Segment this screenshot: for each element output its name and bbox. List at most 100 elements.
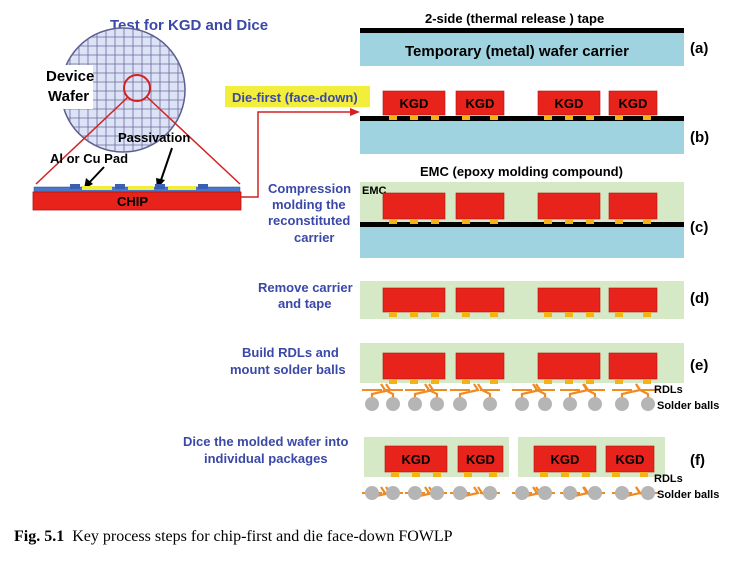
die [382,90,446,116]
step-letter-d: (d) [690,290,709,307]
die-pad [462,312,470,317]
pad-label: Al or Cu Pad [50,151,128,166]
rdl-trace [520,383,542,399]
rdl-trace [413,383,435,399]
solder-ball [563,397,577,411]
die-pad [462,379,470,384]
solder-ball [386,486,400,500]
die [382,192,446,220]
solder-ball [386,397,400,411]
die-pad [565,312,573,317]
solder-ball [515,397,529,411]
rdl-trace [532,383,547,399]
die-pad [410,312,418,317]
die [457,445,504,473]
die-pad [612,472,620,477]
solder-ball [563,486,577,500]
rdl-trace [380,383,395,399]
die-pad [389,219,397,224]
rdl-trace [424,383,439,399]
solder-ball [365,397,379,411]
die-pad [643,379,651,384]
die-pad [615,379,623,384]
die-pad [544,312,552,317]
rdls-label-e: RDLs [654,384,683,396]
step-c-line-1: Compression [268,181,351,196]
solder-ball [641,397,655,411]
solder-ball [615,486,629,500]
die [537,352,601,380]
emc-title: EMC (epoxy molding compound) [420,164,623,179]
die-pad [565,379,573,384]
die-pad [490,219,498,224]
die-pad [643,115,651,120]
die-pad [431,115,439,120]
solder-ball [588,486,602,500]
caption-number: Fig. 5.1 [14,528,65,545]
die-pad [433,472,441,477]
tape-c [360,222,684,227]
solder-ball [483,486,497,500]
die-pad [462,115,470,120]
die [384,445,448,473]
die [455,192,505,220]
die-pad [586,379,594,384]
rdl-trace [635,383,650,399]
step-f-line-1: Dice the molded wafer into [183,434,348,449]
step-letter-c: (c) [690,219,708,236]
rdls-label-f: RDLs [654,473,683,485]
die-pad [565,219,573,224]
die [608,90,658,116]
die-pad [410,219,418,224]
solder-ball [538,397,552,411]
solder-label-f: Solder balls [657,489,719,501]
die-pad [565,115,573,120]
solder-ball [430,486,444,500]
die-label: KGD [400,96,429,111]
chip-label: CHIP [117,194,148,209]
selected-die-circle [123,74,151,102]
die-pad [643,219,651,224]
rdl-trace [477,383,492,399]
top-tape-label: 2-side (thermal release ) tape [425,11,604,26]
die-pad [586,115,594,120]
solder-ball [538,486,552,500]
die [455,287,505,313]
die-pad [586,219,594,224]
caption-text: Key process steps for chip-first and die… [72,528,453,545]
die [608,287,658,313]
step-e-line-2: mount solder balls [230,362,346,377]
step-c-line-2: molding the [272,197,346,212]
carrier-b [360,121,684,154]
die-pad [412,472,420,477]
step-letter-f: (f) [690,452,705,469]
die-first-badge [225,86,370,107]
pad-arrow [87,166,105,185]
rdl-trace [370,383,392,399]
die-pad [615,219,623,224]
chip-cross-section [32,184,242,211]
die-pad [489,472,497,477]
die-pad [544,219,552,224]
device-wafer-label-2: Wafer [48,88,89,105]
die [382,352,446,380]
die-pad [391,472,399,477]
die-pad [490,379,498,384]
carrier-c [360,227,684,258]
die [605,445,655,473]
device-wafer-label-1: Device [46,68,94,85]
die-label: KGD [555,96,584,111]
die-pad [544,379,552,384]
solder-ball [408,486,422,500]
die-pad [643,312,651,317]
die-pad [586,312,594,317]
solder-ball [588,397,602,411]
die-pad [431,219,439,224]
kgd-test-title: Test for KGD and Dice [110,17,268,34]
solder-ball [453,486,467,500]
die [537,192,601,220]
step-c-line-4: carrier [294,230,334,245]
die-pad [389,115,397,120]
emc-short-label: EMC [362,185,387,197]
